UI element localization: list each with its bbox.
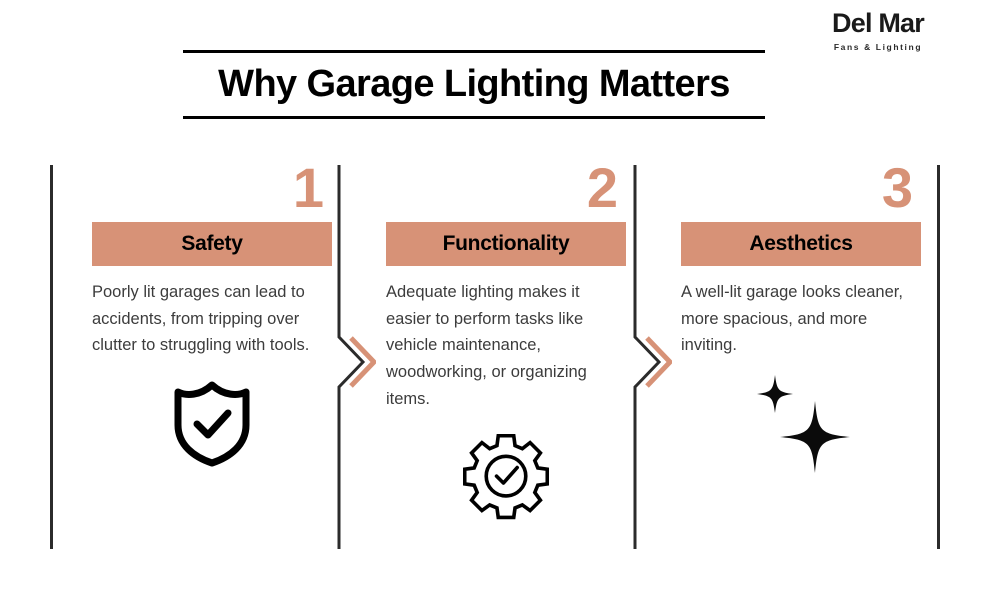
divider-chevron-2 (626, 165, 672, 549)
column-aesthetics: 3 Aesthetics A well-lit garage looks cle… (681, 160, 921, 481)
gear-check-icon (463, 433, 549, 519)
column-body-text: A well-lit garage looks cleaner, more sp… (681, 283, 903, 355)
column-icon-wrap (386, 427, 626, 527)
title-rule-top (183, 50, 765, 53)
divider-chevron-1 (330, 165, 376, 549)
columns-container: 1 Safety Poorly lit garages can lead to … (0, 160, 990, 560)
column-label: Functionality (386, 222, 626, 266)
column-label: Safety (92, 222, 332, 266)
brand-tagline: Fans & Lighting (833, 42, 923, 52)
column-label: Aesthetics (681, 222, 921, 266)
brand-logo: Del Mar Fans & Lighting (788, 8, 968, 53)
sparkle-stars-icon (757, 375, 850, 474)
column-icon-wrap (92, 373, 332, 473)
column-body-text: Adequate lighting makes it easier to per… (386, 283, 587, 408)
column-number: 3 (881, 156, 913, 219)
column-number: 1 (292, 156, 324, 219)
column-safety: 1 Safety Poorly lit garages can lead to … (92, 160, 332, 473)
border-line-right (937, 165, 940, 549)
column-functionality: 2 Functionality Adequate lighting makes … (386, 160, 626, 527)
chevron-arrow-icon (633, 165, 672, 549)
column-icon-wrap (681, 363, 921, 481)
shield-check-icon (174, 381, 250, 467)
column-number: 2 (586, 156, 618, 219)
page-title: Why Garage Lighting Matters (218, 63, 730, 105)
chevron-arrow-icon (337, 165, 376, 549)
border-line-left (50, 165, 53, 549)
title-rule-bottom (183, 115, 765, 119)
page-title-block: Why Garage Lighting Matters (183, 50, 765, 119)
brand-name: Del Mar (832, 8, 925, 38)
column-body-text: Poorly lit garages can lead to accidents… (92, 283, 310, 355)
